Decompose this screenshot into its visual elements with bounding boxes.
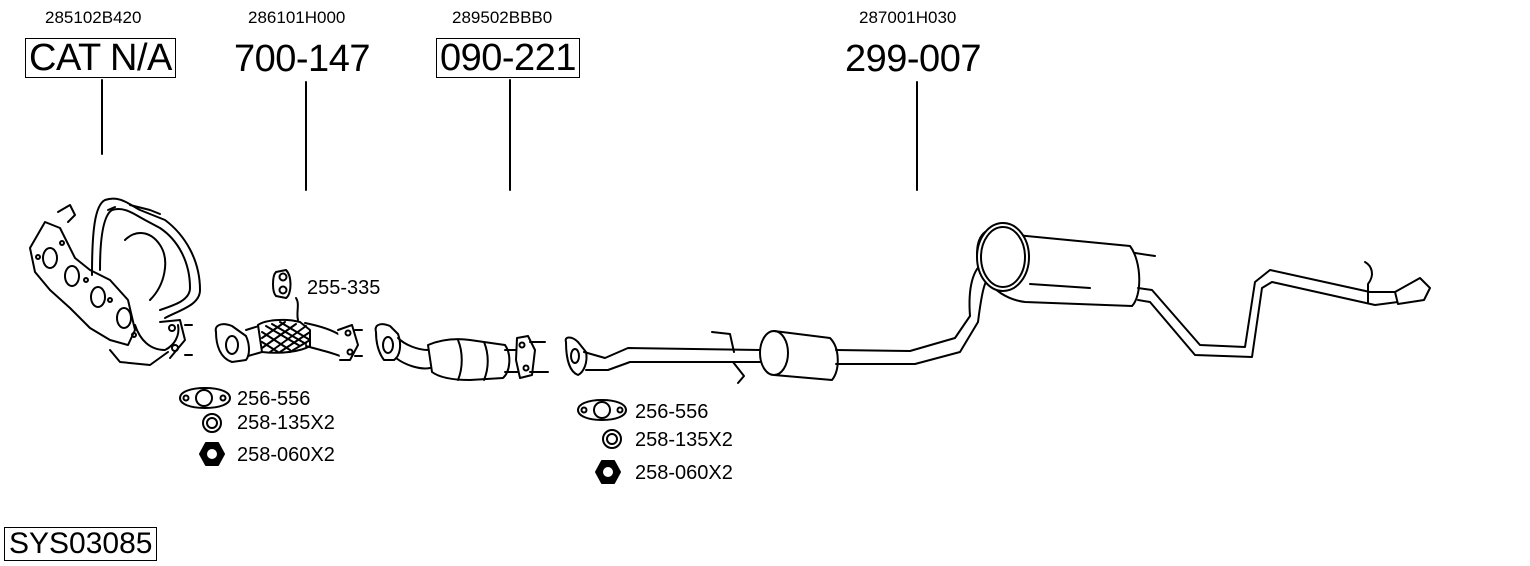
part-label-front-pipe[interactable]: 700-147 [234, 38, 370, 80]
part-label-rear-system[interactable]: 299-007 [845, 38, 981, 80]
nut-label-1[interactable]: 258-060X2 [237, 444, 335, 466]
nut-label-2[interactable]: 258-060X2 [635, 462, 733, 484]
hanger-label[interactable]: 255-335 [307, 277, 381, 299]
oem-number-catalyst: 289502BBB0 [452, 8, 553, 27]
oem-number-front-pipe: 286101H000 [248, 8, 346, 27]
oem-number-rear-system: 287001H030 [859, 8, 957, 27]
gasket-icon [179, 387, 231, 409]
washer-label-2[interactable]: 258-135X2 [635, 429, 733, 451]
gasket-label-2[interactable]: 256-556 [635, 401, 709, 423]
washer-label-1[interactable]: 258-135X2 [237, 412, 335, 434]
mid-pipe-resonator-drawing[interactable] [564, 315, 979, 384]
oem-number-manifold: 285102B420 [45, 8, 142, 27]
part-label-catalyst[interactable]: 090-221 [436, 38, 580, 78]
accessory-icons-group2 [577, 399, 627, 484]
part-label-manifold[interactable]: CAT N/A [25, 38, 176, 78]
hanger-drawing [272, 269, 292, 299]
catalytic-converter-drawing[interactable] [374, 323, 549, 381]
rear-silencer-drawing[interactable] [968, 222, 1431, 358]
system-code: SYS03085 [4, 527, 158, 561]
accessory-icons-group1 [179, 387, 231, 466]
front-pipe-drawing[interactable] [214, 297, 363, 363]
gasket-label-1[interactable]: 256-556 [237, 388, 311, 410]
washer-icon [202, 413, 222, 433]
manifold-catalyst-drawing[interactable] [29, 197, 201, 366]
